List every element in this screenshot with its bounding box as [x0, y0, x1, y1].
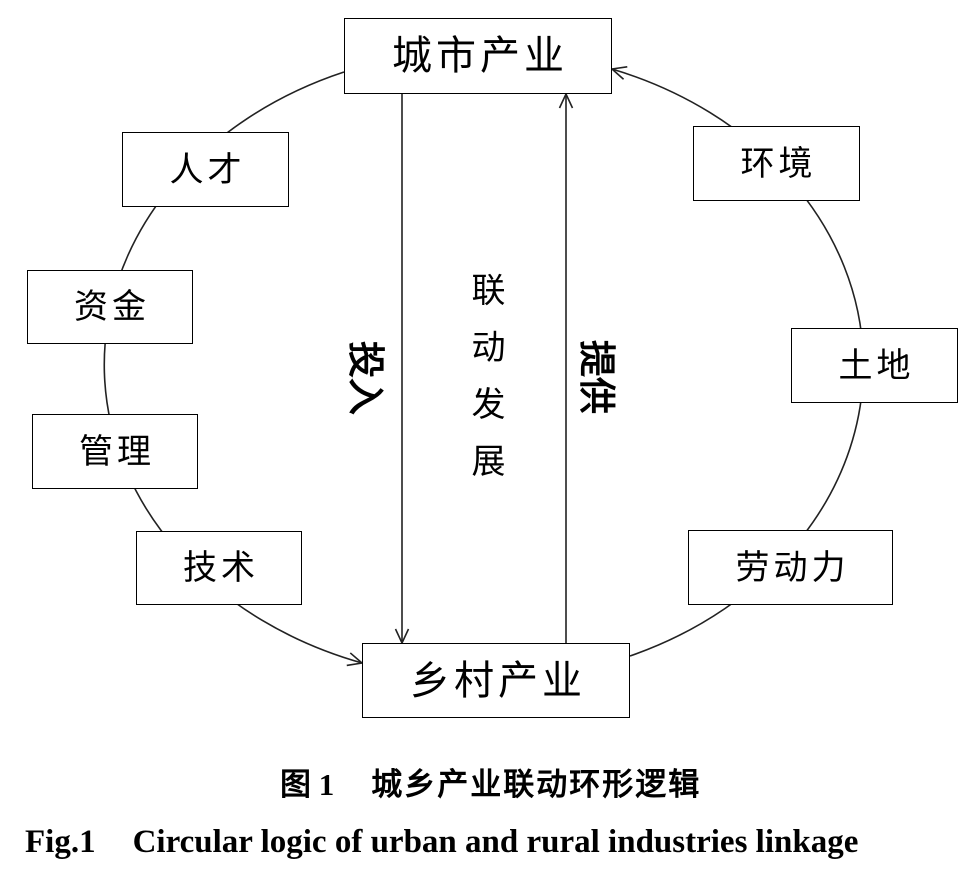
factor-node-technology: 技术	[136, 531, 302, 605]
urban-industry-node: 城市产业	[344, 18, 612, 94]
factor-node-capital: 资金	[27, 270, 193, 344]
provide-label: 提供	[575, 340, 618, 414]
rural-industry-node: 乡村产业	[362, 643, 630, 718]
figure-caption-en-label: Fig.1	[25, 824, 96, 860]
factor-node-labor: 劳动力	[688, 530, 893, 605]
figure-caption-cn: 图 1 城乡产业联动环形逻辑	[280, 769, 701, 801]
figure-caption-en-title: Circular logic of urban and rural indust…	[132, 824, 859, 860]
factor-node-environment: 环境	[693, 126, 860, 201]
figure-caption-cn-title: 城乡产业联动环形逻辑	[371, 767, 702, 803]
invest-label: 投入	[344, 341, 387, 415]
figure-caption-cn-label: 图 1	[280, 767, 335, 802]
figure-caption-en: Fig.1 Circular logic of urban and rural i…	[25, 826, 858, 859]
linkage-development-label: 联动发展	[465, 272, 505, 500]
factor-node-management: 管理	[32, 414, 198, 489]
factor-node-talent: 人才	[122, 132, 289, 207]
factor-node-land: 土地	[791, 328, 958, 403]
